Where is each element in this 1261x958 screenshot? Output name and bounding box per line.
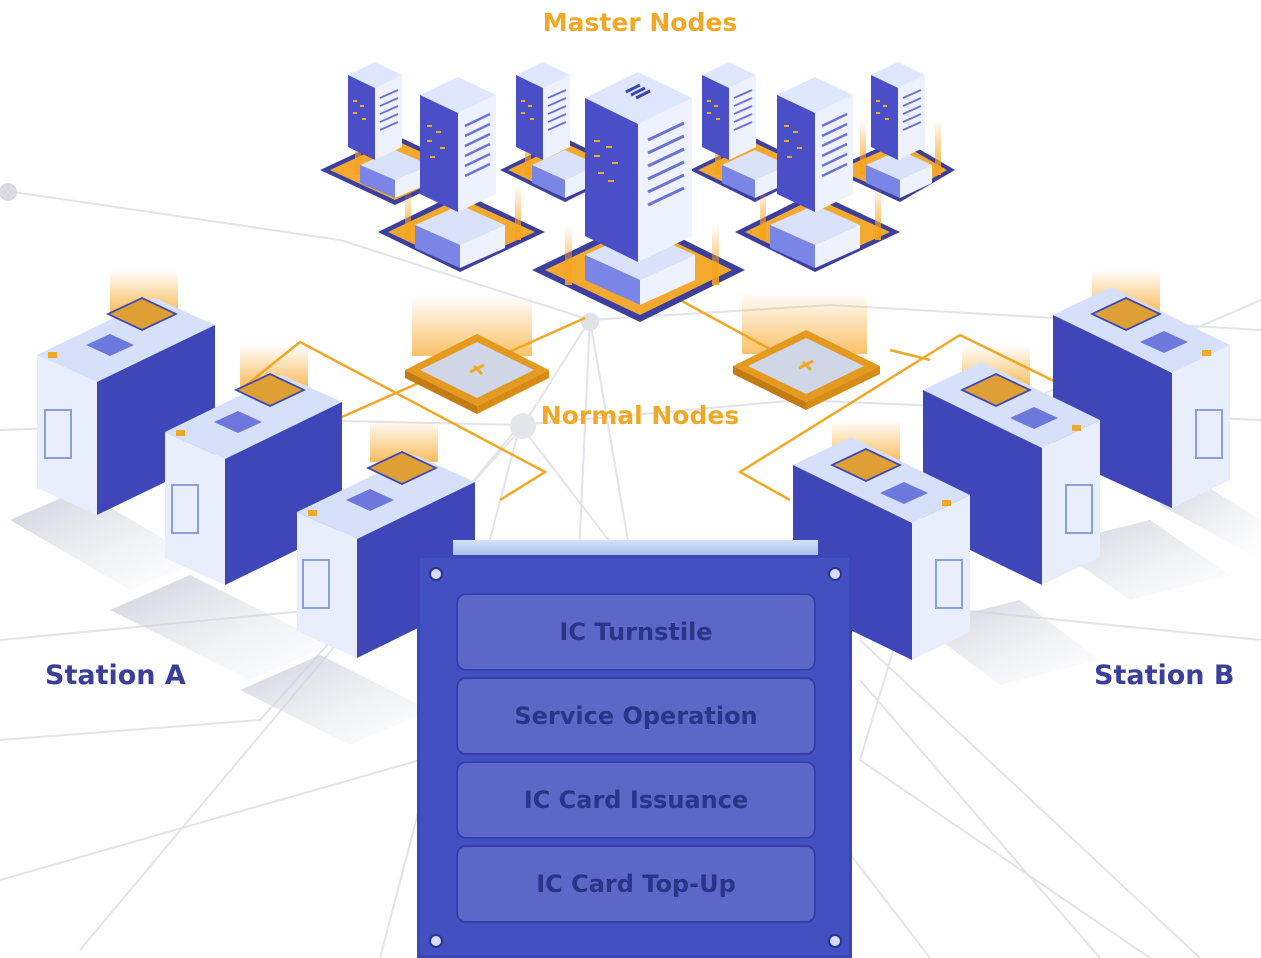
- server-tower: [516, 62, 570, 160]
- turnstile-terminal: [110, 345, 342, 680]
- screw-icon: [828, 567, 842, 581]
- server-tower: [702, 62, 756, 160]
- master-nodes-label: Master Nodes: [542, 8, 738, 37]
- mesh-node-dot: [581, 313, 599, 331]
- turnstile-terminal: [923, 345, 1230, 600]
- normal-nodes-label: Normal Nodes: [540, 401, 740, 430]
- server-tower: [871, 62, 925, 160]
- server-base-box: [866, 150, 932, 198]
- server-tower: [777, 77, 853, 212]
- mesh-node-dot: [510, 413, 536, 439]
- screw-icon: [429, 934, 443, 948]
- service-module-ic-card-top-up: IC Card Top-Up: [456, 845, 816, 923]
- turnstile-terminal: [10, 270, 215, 590]
- service-module-service-operation: Service Operation: [456, 677, 816, 755]
- services-panel: IC Turnstile Service Operation IC Card I…: [417, 555, 852, 958]
- server-base-box: [415, 205, 505, 268]
- screw-icon: [429, 567, 443, 581]
- main-server-tower: [585, 72, 692, 262]
- station-a-label: Station A: [45, 660, 186, 691]
- service-module-ic-card-issuance: IC Card Issuance: [456, 761, 816, 839]
- server-base-box: [770, 205, 860, 268]
- station-b-label: Station B: [1094, 660, 1235, 691]
- screw-icon: [828, 934, 842, 948]
- mesh-node-dot: [0, 183, 17, 201]
- server-tower: [348, 62, 402, 160]
- master-nodes-cluster: [320, 62, 955, 322]
- server-tower: [420, 77, 496, 212]
- normal-node-chip: [405, 296, 549, 414]
- normal-node-chip: [733, 292, 880, 410]
- service-module-ic-turnstile: IC Turnstile: [456, 593, 816, 671]
- services-panel-top-edge: [453, 540, 818, 556]
- station-a-terminals: [10, 270, 475, 745]
